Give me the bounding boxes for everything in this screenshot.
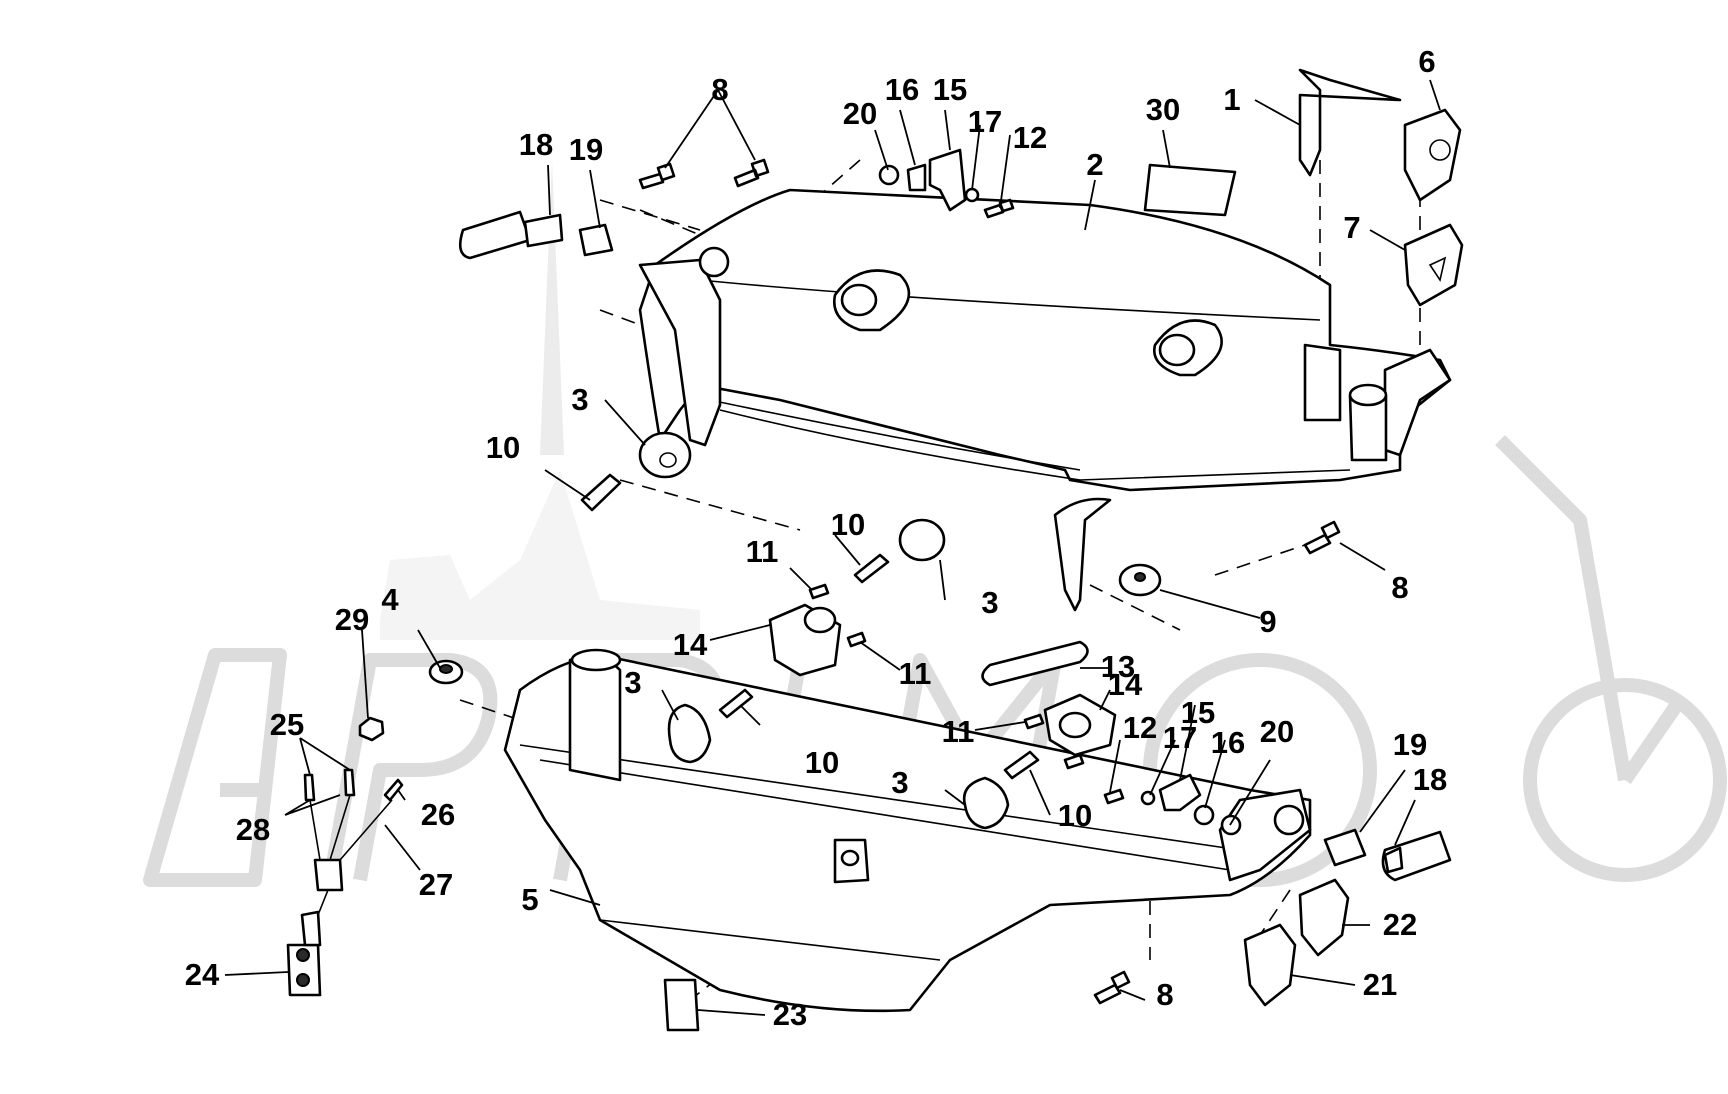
callout-8: 8 <box>1156 977 1173 1012</box>
callout-28: 28 <box>236 812 270 847</box>
callout-2: 2 <box>1086 147 1103 182</box>
callout-18: 18 <box>519 127 553 162</box>
callout-11: 11 <box>942 714 975 749</box>
callout-11: 11 <box>899 656 932 691</box>
callout-16: 16 <box>1211 725 1245 760</box>
callout-20: 20 <box>1260 714 1294 749</box>
callout-8: 8 <box>1391 570 1408 605</box>
callout-29: 29 <box>335 602 369 637</box>
callout-3: 3 <box>891 765 908 800</box>
callout-16: 16 <box>885 72 919 107</box>
callout-18: 18 <box>1413 762 1447 797</box>
callout-5: 5 <box>521 882 538 917</box>
callout-4: 4 <box>381 582 399 617</box>
callout-3: 3 <box>571 382 588 417</box>
callout-19: 19 <box>569 132 603 167</box>
callout-8: 8 <box>711 72 728 107</box>
callout-3: 3 <box>624 665 641 700</box>
callout-10: 10 <box>486 430 520 465</box>
callout-24: 24 <box>185 957 220 992</box>
callout-11: 11 <box>746 534 779 569</box>
callout-9: 9 <box>1259 604 1276 639</box>
callout-6: 6 <box>1418 44 1435 79</box>
callout-1: 1 <box>1223 82 1240 117</box>
upper-cowl <box>638 188 1452 612</box>
callout-19: 19 <box>1393 727 1427 762</box>
callout-14: 14 <box>673 627 708 662</box>
callout-17: 17 <box>1163 720 1197 755</box>
callout-26: 26 <box>421 797 455 832</box>
callout-15: 15 <box>933 72 967 107</box>
callout-25: 25 <box>270 707 304 742</box>
callout-21: 21 <box>1363 967 1397 1002</box>
callout-10: 10 <box>805 745 839 780</box>
callout-labels: 1 2 3 3 3 3 4 5 6 7 8 8 8 9 10 10 10 10 … <box>185 44 1447 1032</box>
callout-12: 12 <box>1123 710 1157 745</box>
callout-22: 22 <box>1383 907 1417 942</box>
callout-14: 14 <box>1108 667 1143 702</box>
leader-lines <box>224 79 1441 1016</box>
callout-20: 20 <box>843 96 877 131</box>
small-parts <box>286 68 1464 1032</box>
callout-3: 3 <box>981 585 998 620</box>
callout-30: 30 <box>1146 92 1180 127</box>
callout-12: 12 <box>1013 120 1047 155</box>
callout-7: 7 <box>1343 210 1360 245</box>
callout-13: 13 <box>1101 649 1135 684</box>
callout-23: 23 <box>773 997 807 1032</box>
callout-15: 15 <box>1181 695 1215 730</box>
callout-10: 10 <box>831 507 865 542</box>
callout-10: 10 <box>1058 798 1092 833</box>
callout-17: 17 <box>968 104 1002 139</box>
callout-27: 27 <box>419 867 453 902</box>
